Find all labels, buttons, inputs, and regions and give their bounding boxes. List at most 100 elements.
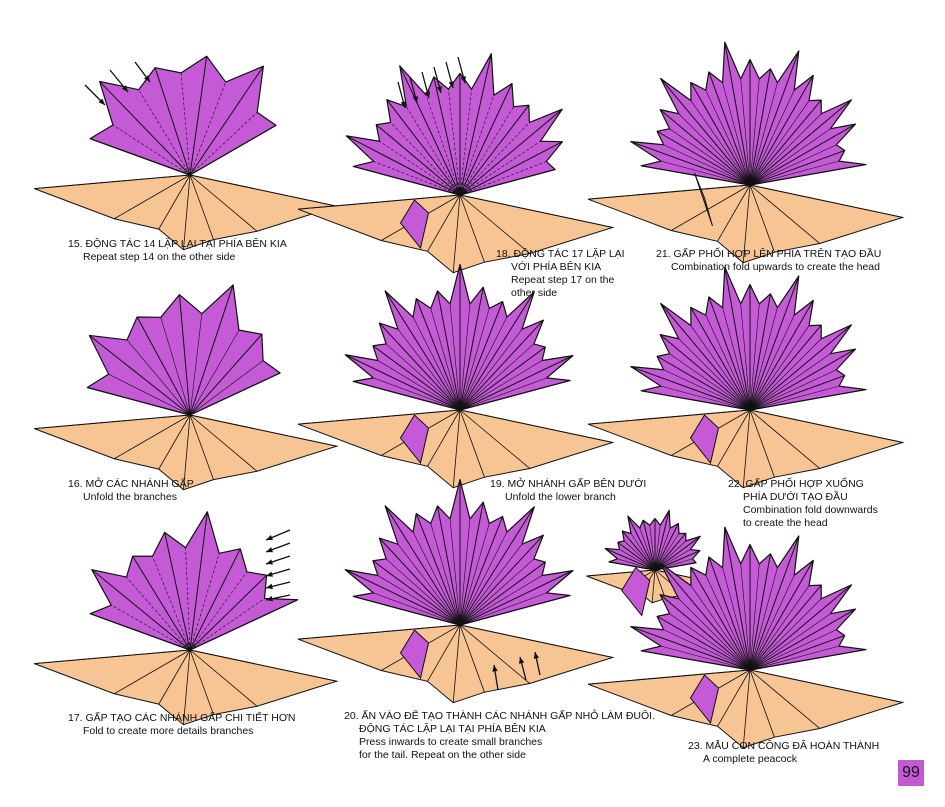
step21-body-crease [717, 184, 751, 242]
step23-tail-crease [749, 645, 840, 671]
step23-inset-tail-crease [608, 561, 656, 571]
step20-tail-crease [436, 505, 461, 626]
step18-tail-crease [375, 124, 461, 196]
step22-tail-crease [749, 389, 867, 411]
step20-tail-crease [459, 502, 484, 626]
step21-tail-crease [678, 113, 751, 186]
step15-tail-crease [154, 67, 191, 176]
step23-inset-tail-crease [619, 549, 656, 571]
step23-tail-crease [749, 584, 852, 671]
step17-tail-crease [91, 569, 191, 651]
step-18-en: Repeat step 17 on the [511, 274, 615, 286]
step-21-vi: 21. GẤP PHỐI HỢP LÊN PHÍA TRÊN TẠO ĐẦU [656, 248, 882, 260]
step18-tail-crease [459, 141, 563, 196]
step19-tail-crease [415, 298, 461, 411]
step17-tail-crease [152, 556, 191, 651]
step21-body-crease [749, 184, 775, 253]
step19-tail-crease [436, 290, 461, 411]
step19-orange-body [297, 409, 615, 489]
step19-body-crease [459, 409, 485, 478]
page-number: 99 [898, 760, 924, 786]
step23-body-crease [749, 669, 775, 738]
step21-tail-crease [749, 78, 760, 186]
step20-body-crease [427, 624, 461, 682]
step18-head [399, 199, 430, 250]
step22-tail-crease [749, 353, 831, 411]
step16-body-crease [158, 414, 191, 470]
step23-inset-tail-crease [654, 523, 679, 571]
step19-tail-crease [459, 377, 547, 411]
step18-tail-crease [353, 165, 461, 196]
step20-tail-crease [412, 531, 461, 626]
step20-arrow-icon-head [518, 657, 525, 664]
step22-orange-body [587, 409, 905, 489]
step19-tail-crease [430, 308, 461, 411]
step-17-caption: 17. GẤP TẠO CÁC NHÁNH GẤP CHI TIẾT HƠN F… [68, 712, 295, 738]
step21-tail-crease [749, 50, 800, 186]
step-22-en2: to create the head [743, 517, 828, 529]
step19-tail-crease [459, 301, 504, 411]
step23-inset-tail-crease [642, 520, 656, 571]
step23-body-crease [717, 669, 751, 727]
step22-tail-crease [749, 314, 795, 411]
step-19-caption: 19. MỞ NHÁNH GẤP BÊN DƯỚI Unfold the low… [490, 478, 646, 504]
step20-tail-crease [459, 594, 571, 626]
step22-tail-crease [690, 325, 751, 411]
step-15-vi: 15. ĐỘNG TÁC 14 LẶP LẠI TẠI PHÍA BÊN KIA [68, 238, 287, 250]
step22-body-crease [588, 409, 751, 425]
step23-tail-crease [749, 585, 810, 671]
step22-tail-crease [660, 385, 751, 411]
step17-tail-crease [185, 547, 191, 651]
step17-tail-crease [189, 571, 248, 651]
step19-tail-crease [459, 328, 523, 411]
step16-body-crease [183, 414, 191, 490]
step23-inset-tail-crease [654, 533, 687, 571]
step21-tail-crease [749, 164, 867, 186]
step20-head [399, 629, 430, 680]
step-20-vi2: ĐỘNG TÁC LẶP LẠI TẠI PHÍA BÊN KIA [359, 723, 546, 735]
step22-tail-crease [660, 303, 751, 411]
step18-tail-crease [459, 108, 563, 196]
step23-tail-crease [690, 585, 751, 671]
step21-tail-crease [660, 78, 751, 186]
step19-tail-crease [385, 343, 461, 411]
step23-tail-crease [690, 567, 751, 671]
step18-tail-crease [373, 161, 461, 196]
step19-tail-crease [459, 346, 546, 411]
step17-tail-crease [189, 574, 267, 651]
step21-tail-crease [749, 99, 852, 186]
step17-arrow-icon-head [266, 571, 273, 577]
step22-tail-crease [749, 348, 856, 411]
step23-inset-head [621, 566, 651, 617]
step-16-caption: 16. MỞ CÁC NHÁNH GẤP Unfold the branches [68, 478, 194, 504]
step22-tail-crease [641, 390, 751, 411]
step23-body-crease [749, 669, 820, 729]
step16-tail-crease [189, 360, 264, 416]
step21-tail-crease [690, 100, 751, 186]
step23-tail-crease [659, 594, 751, 671]
step19-tail-crease [459, 343, 535, 411]
step-17-en: Fold to create more details branches [83, 725, 254, 737]
step19-tail-crease [384, 290, 461, 411]
step19-tail-crease [459, 303, 471, 411]
step15-tail-crease [189, 112, 258, 176]
step21-tail-crease [630, 141, 751, 186]
step23-body-crease [742, 669, 751, 748]
step-18-vi2: VỚI PHÍA BÊN KIA [511, 261, 602, 273]
step-16-en: Unfold the branches [83, 491, 177, 503]
step23-tail-crease [660, 645, 751, 671]
step20-arrow-icon-head [533, 652, 540, 659]
step20-tail-crease [459, 575, 543, 626]
step23-body-crease [749, 669, 903, 703]
step23-tail-crease [656, 615, 751, 671]
step21-tail-crease [659, 109, 751, 186]
step19-tail-crease [397, 328, 461, 411]
step15-tail-crease [89, 138, 191, 176]
step21-tail-crease [690, 82, 751, 186]
step23-inset-tail-crease [617, 558, 656, 571]
step16-body-crease [34, 414, 191, 430]
step21-body-crease [670, 184, 751, 231]
step18-tail-crease [379, 141, 461, 196]
step-21-caption: 21. GẤP PHỐI HỢP LÊN PHÍA TRÊN TẠO ĐẦU C… [656, 248, 881, 274]
step-23-en: A complete peacock [703, 753, 797, 765]
